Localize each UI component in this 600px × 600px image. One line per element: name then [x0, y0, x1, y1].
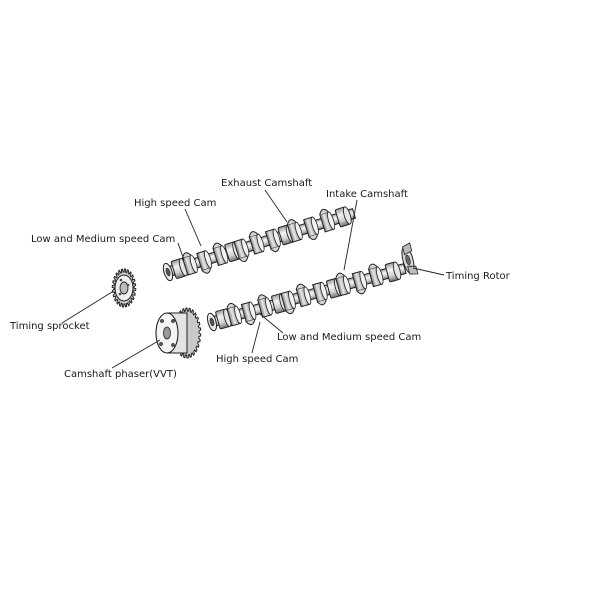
- label-high-speed-cam-intake: High speed Cam: [216, 354, 299, 365]
- leader-intake: [343, 199, 358, 271]
- leader-low-medium-top: [177, 242, 185, 261]
- exhaust-cam-lobe-face: [272, 228, 281, 247]
- sprocket-bolt-hole: [118, 292, 122, 296]
- intake-cam-lobe-nose: [368, 263, 378, 270]
- exhaust-cam-lobe-nose: [239, 256, 249, 262]
- phaser-bolt: [159, 342, 163, 346]
- intake-camshaft: [206, 261, 407, 332]
- sprocket-bolt-hole: [119, 278, 123, 282]
- intake-cam-lobe-nose: [285, 308, 295, 315]
- phaser-bolt: [171, 343, 175, 347]
- exhaust-cam-lobe-nose: [270, 246, 280, 253]
- intake-cam-lobe-nose: [245, 319, 256, 326]
- intake-cam-lobe-face: [359, 270, 368, 290]
- label-camshaft-phaser: Camshaft phaser(VVT): [64, 369, 177, 380]
- label-timing-rotor: Timing Rotor: [446, 271, 510, 282]
- exhaust-camshaft: [162, 206, 357, 282]
- exhaust-cam-lobe-face: [241, 238, 250, 257]
- intake-cam-lobe-face: [319, 281, 328, 301]
- exhaust-cam-lobe-nose: [308, 234, 319, 241]
- label-high-speed-cam-exhaust: High speed Cam: [134, 198, 217, 209]
- leader-camshaft-phaser: [111, 339, 161, 369]
- intake-cam-lobe-nose: [335, 272, 345, 279]
- exhaust-cam-lobe-face: [256, 233, 265, 252]
- label-low-medium-cam-exhaust: Low and Medium speed Cam: [31, 234, 176, 245]
- intake-cam-lobe-face: [265, 297, 273, 316]
- intake-cam-lobe-nose: [226, 302, 236, 309]
- intake-cam-lobe-face: [303, 286, 312, 305]
- phaser-bolt: [171, 319, 175, 323]
- phaser-bolt: [160, 319, 164, 323]
- intake-cam-lobe-nose: [356, 288, 367, 295]
- leader-lines: [61, 189, 445, 369]
- label-intake-camshaft: Intake Camshaft: [326, 189, 408, 200]
- intake-front-bore: [209, 317, 215, 327]
- exhaust-cam-lobe-face: [294, 221, 303, 240]
- timing-sprocket: [111, 268, 137, 308]
- exhaust-journal-face: [342, 206, 352, 225]
- label-low-medium-cam-intake: Low and Medium speed Cam: [277, 332, 422, 343]
- intake-cam-lobe-face: [375, 266, 384, 285]
- exhaust-cam-lobe-face: [327, 211, 336, 230]
- intake-cam-lobe-face: [234, 305, 242, 324]
- exhaust-cam-lobe-face: [310, 216, 319, 235]
- exhaust-cam-lobe-face: [204, 250, 213, 269]
- exhaust-cam-lobe-nose: [201, 267, 212, 274]
- leader-timing-sprocket: [61, 291, 113, 324]
- leader-exhaust: [264, 189, 288, 223]
- exhaust-cam-lobe-nose: [212, 242, 222, 249]
- intake-cam-lobe-face: [288, 290, 296, 309]
- camshaft-phaser: [155, 307, 202, 359]
- intake-cam-lobe-nose: [295, 283, 306, 290]
- leader-low-medium-bottom: [259, 313, 284, 334]
- timing-rotor: [401, 242, 419, 275]
- sprocket-bore: [119, 281, 129, 295]
- intake-journal-face: [392, 261, 402, 280]
- leader-high-speed-bottom: [251, 321, 261, 354]
- exhaust-cam-lobe-face: [189, 254, 198, 273]
- phaser-center-bolt: [163, 326, 171, 340]
- exhaust-cam-lobe-nose: [286, 219, 297, 226]
- exhaust-cam-lobe-nose: [319, 208, 329, 215]
- label-exhaust-camshaft: Exhaust Camshaft: [221, 178, 313, 189]
- intake-cam-lobe-nose: [257, 294, 267, 301]
- leader-high-speed-top: [184, 208, 202, 247]
- intake-cam-lobe-face: [343, 275, 351, 294]
- exhaust-front-bore: [165, 267, 171, 277]
- sprocket-bolt-hole: [126, 283, 130, 287]
- label-timing-sprocket: Timing sprocket: [10, 321, 90, 332]
- exhaust-cam-lobe-nose: [248, 231, 259, 238]
- intake-cam-lobe-nose: [317, 299, 327, 306]
- leader-timing-rotor: [412, 267, 445, 276]
- intake-cam-lobe-face: [248, 301, 257, 320]
